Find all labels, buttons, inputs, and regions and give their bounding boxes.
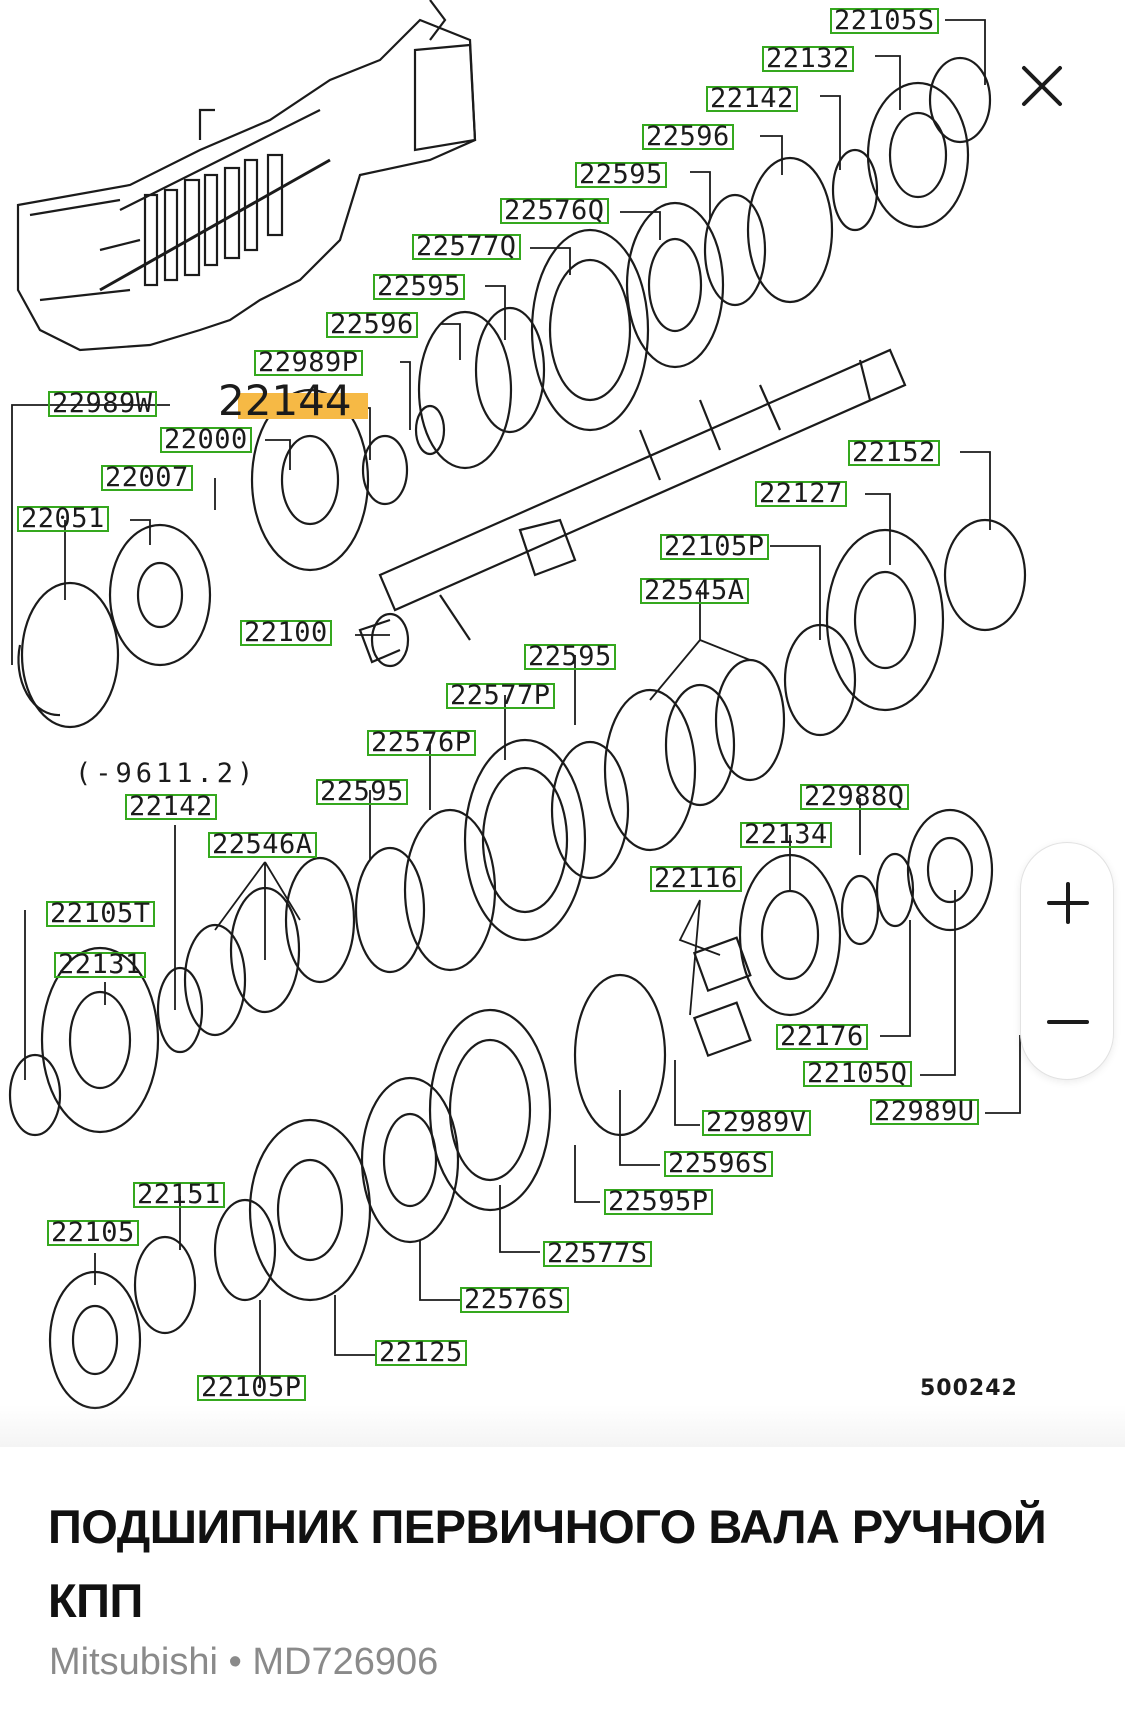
callout-22989U[interactable]: 22989U: [870, 1098, 979, 1125]
close-icon: [1022, 66, 1062, 106]
callout-22577P[interactable]: 22577P: [446, 682, 555, 709]
callout-22576Q[interactable]: 22576Q: [500, 197, 609, 224]
callout-22989W[interactable]: 22989W: [48, 390, 157, 417]
leader-lines: [11, 19, 1021, 1388]
minus-icon: [1047, 1019, 1089, 1024]
callout-22989V[interactable]: 22989V: [702, 1109, 811, 1136]
callout-22007[interactable]: 22007: [101, 464, 193, 491]
panel-bottom-fade: [0, 1405, 1125, 1447]
callout-22105Q[interactable]: 22105Q: [803, 1060, 912, 1087]
callout-22142-top[interactable]: 22142: [706, 85, 798, 112]
callout-22134[interactable]: 22134: [740, 821, 832, 848]
callout-22105P-bot[interactable]: 22105P: [197, 1374, 306, 1401]
callout-22176[interactable]: 22176: [776, 1023, 868, 1050]
callout-22152[interactable]: 22152: [848, 439, 940, 466]
diagram-id: 500242: [920, 1376, 1018, 1401]
callout-22989P[interactable]: 22989P: [254, 349, 363, 376]
callout-22051[interactable]: 22051: [17, 505, 109, 532]
callout-22105[interactable]: 22105: [47, 1219, 139, 1246]
transmission-housing-illustration: [16, 0, 477, 352]
callout-22596-top[interactable]: 22596: [642, 123, 734, 150]
callout-22127[interactable]: 22127: [755, 480, 847, 507]
callout-22125[interactable]: 22125: [375, 1339, 467, 1366]
input-shaft-illustration: [358, 348, 907, 668]
callout-22151[interactable]: 22151: [133, 1181, 225, 1208]
close-button[interactable]: [1012, 56, 1072, 116]
callout-22576P[interactable]: 22576P: [367, 729, 476, 756]
meta-separator: •: [228, 1641, 242, 1683]
callout-22000[interactable]: 22000: [160, 426, 252, 453]
callout-22595-top[interactable]: 22595: [575, 161, 667, 188]
callout-22105S-top[interactable]: 22105S: [830, 7, 939, 34]
callout-22100[interactable]: 22100: [240, 619, 332, 646]
callout-22144[interactable]: 22144: [218, 376, 352, 425]
product-part-number: MD726906: [252, 1641, 439, 1683]
callout-22577S[interactable]: 22577S: [543, 1240, 652, 1267]
parts-diagram[interactable]: 22105S 22132 22142 22596 22595 22576Q 22…: [0, 0, 1125, 1447]
plus-icon: [1047, 881, 1089, 924]
callout-22105P-mid[interactable]: 22105P: [660, 533, 769, 560]
callout-22132[interactable]: 22132: [762, 45, 854, 72]
callout-22546A[interactable]: 22546A: [208, 831, 317, 858]
callout-22105T[interactable]: 22105T: [46, 900, 155, 927]
callout-22988Q[interactable]: 22988Q: [800, 783, 909, 810]
product-meta: Mitsubishi • MD726906: [49, 1641, 438, 1684]
callout-22596S[interactable]: 22596S: [664, 1150, 773, 1177]
callout-22595-d[interactable]: 22595: [316, 778, 408, 805]
callout-22576S[interactable]: 22576S: [460, 1286, 569, 1313]
callout-22116[interactable]: 22116: [650, 865, 742, 892]
callout-22131[interactable]: 22131: [54, 951, 146, 978]
zoom-control: [1020, 842, 1114, 1080]
callout-22596-b[interactable]: 22596: [326, 311, 418, 338]
zoom-in-button[interactable]: [1021, 843, 1115, 962]
product-brand[interactable]: Mitsubishi: [49, 1641, 218, 1683]
serial-note: (-9611.2): [75, 758, 258, 789]
product-title: ПОДШИПНИК ПЕРВИЧНОГО ВАЛА РУЧНОЙ КПП: [48, 1500, 1047, 1627]
callout-22595-b[interactable]: 22595: [373, 273, 465, 300]
callout-22577Q[interactable]: 22577Q: [412, 233, 521, 260]
callout-22545A[interactable]: 22545A: [640, 577, 749, 604]
zoom-out-button[interactable]: [1021, 962, 1115, 1081]
callout-22595P[interactable]: 22595P: [604, 1188, 713, 1215]
highlight-22144: [238, 393, 368, 419]
callout-22595-c[interactable]: 22595: [524, 643, 616, 670]
callout-22142-b[interactable]: 22142: [125, 793, 217, 820]
